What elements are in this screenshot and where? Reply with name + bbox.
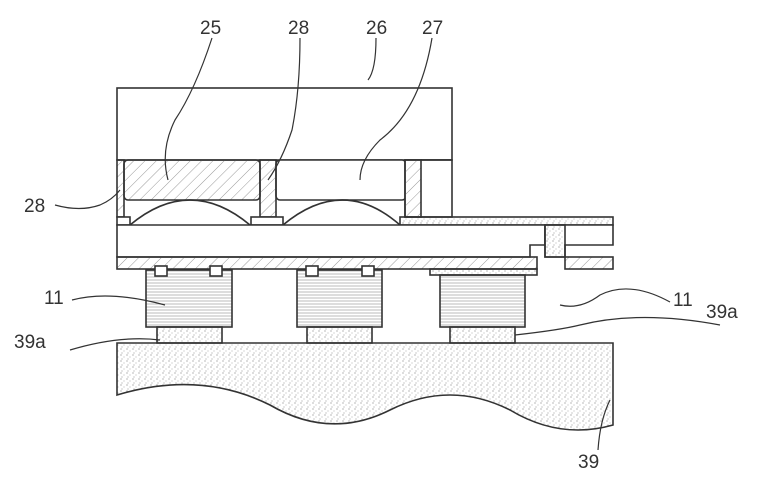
pad-39a-1 (156, 326, 223, 344)
label-11-left: 11 (44, 288, 64, 309)
lens-25 (123, 159, 261, 201)
label-25: 25 (200, 18, 222, 39)
label-27: 27 (422, 18, 444, 39)
label-11-right: 11 (673, 290, 693, 311)
wiring-layer (116, 256, 538, 270)
chip-11-2 (296, 269, 383, 328)
chip-11-1 (145, 269, 233, 328)
substrate-plate (116, 224, 546, 258)
leader-lines (54, 37, 721, 451)
spacer-28-left (116, 159, 125, 218)
label-26: 26 (366, 18, 388, 39)
chip-11-3 (439, 274, 526, 328)
spacer-28-mid (259, 159, 277, 218)
top-layer-right (399, 216, 614, 226)
pad-39a-3 (449, 326, 516, 344)
lens-surface (129, 199, 401, 226)
label-39a-right: 39a (706, 302, 738, 323)
label-39: 39 (578, 452, 600, 473)
pad-39a-2 (306, 326, 373, 344)
label-28-left: 28 (24, 196, 46, 217)
base-39 (116, 342, 614, 431)
lens-27 (275, 159, 407, 201)
label-28-top: 28 (288, 18, 310, 39)
label-39a-left: 39a (14, 332, 46, 353)
